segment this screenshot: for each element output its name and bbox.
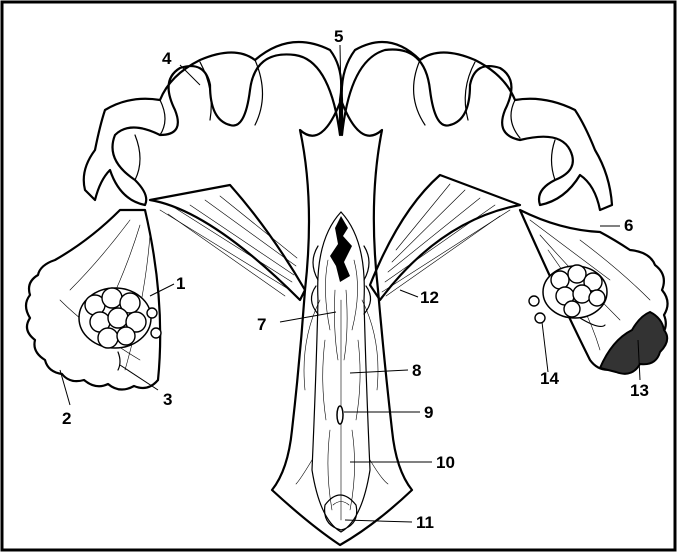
- label-9: 9: [424, 403, 433, 422]
- label-10: 10: [436, 453, 455, 472]
- cervical-opening: [337, 406, 343, 424]
- label-11: 11: [416, 513, 434, 532]
- label-12: 12: [420, 288, 439, 307]
- label-13: 13: [630, 381, 649, 400]
- label-14: 14: [540, 369, 559, 388]
- follicle-small-2: [535, 313, 545, 323]
- label-2: 2: [62, 409, 71, 428]
- label-5: 5: [334, 27, 343, 46]
- label-8: 8: [412, 361, 421, 380]
- label-4: 4: [162, 49, 172, 68]
- follicle-small-1: [529, 296, 539, 306]
- label-3: 3: [163, 390, 172, 409]
- label-7: 7: [257, 315, 266, 334]
- label-1: 1: [176, 274, 185, 293]
- label-6: 6: [624, 216, 633, 235]
